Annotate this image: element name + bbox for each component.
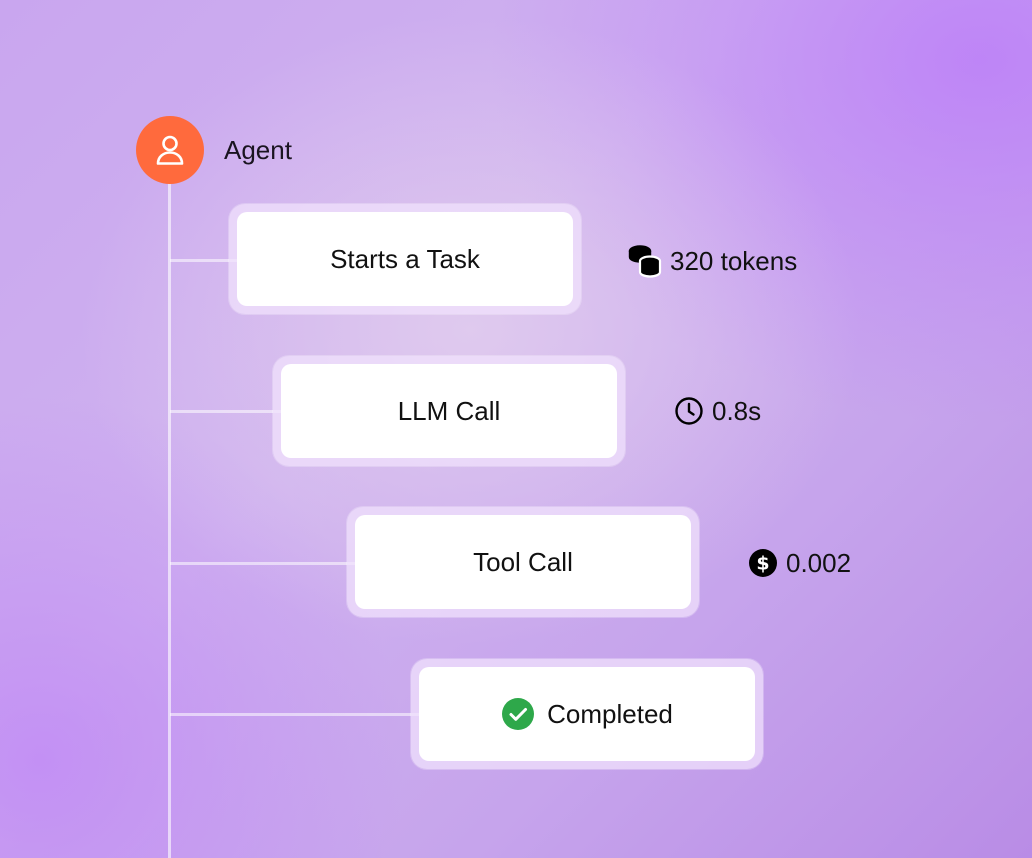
step-label: LLM Call (397, 396, 501, 426)
step-card-llm-call[interactable]: LLM Call (273, 356, 625, 466)
step-card-tool-call[interactable]: Tool Call (347, 507, 699, 617)
step-card-body: Completed (419, 667, 755, 761)
coins-icon (628, 244, 662, 278)
user-icon (156, 135, 184, 165)
metric-tokens: 320 tokens (628, 244, 797, 278)
connector-step-1 (170, 259, 240, 262)
timeline-line (168, 182, 171, 858)
metric-value: 0.002 (786, 548, 852, 578)
step-label: Tool Call (473, 547, 573, 577)
step-card-body: Starts a Task (237, 212, 573, 306)
metric-latency: 0.8s (674, 395, 761, 427)
connector-step-2 (170, 410, 284, 413)
metric-value: 0.8s (712, 396, 762, 426)
svg-text:$: $ (756, 553, 769, 575)
step-card-body: LLM Call (281, 364, 617, 458)
step-card-completed[interactable]: Completed (411, 659, 763, 769)
step-card-starts-task[interactable]: Starts a Task (229, 204, 581, 314)
agent-avatar (136, 116, 204, 184)
connector-step-4 (170, 713, 422, 716)
step-card-body: Tool Call (355, 515, 691, 609)
metric-cost: $ 0.002 (748, 547, 851, 579)
dollar-icon: $ (748, 548, 778, 578)
connector-step-3 (170, 562, 358, 565)
check-circle-icon (501, 697, 535, 731)
metric-value: 320 tokens (670, 246, 798, 276)
clock-icon (674, 396, 704, 426)
step-label: Starts a Task (330, 244, 480, 274)
agent-label: Agent (224, 135, 292, 165)
step-label: Completed (547, 699, 673, 729)
